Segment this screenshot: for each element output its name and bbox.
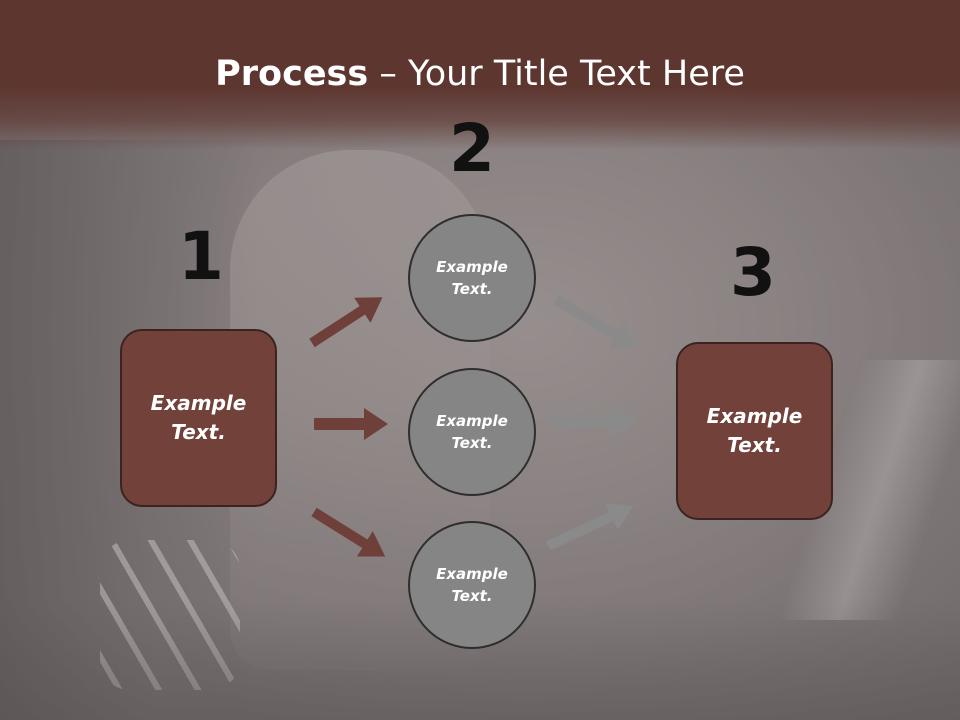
left-box-line1: Example (150, 391, 247, 415)
step-number-2: 2 (449, 110, 495, 187)
circle-bottom-line1: Example (436, 564, 508, 583)
title-rest: Your Title Text Here (407, 54, 745, 94)
right-box-line2: Text. (727, 433, 782, 457)
title-dash: – (368, 54, 408, 94)
background-photo-stripes (100, 540, 240, 690)
left-box-line2: Text. (171, 420, 226, 444)
right-box-line1: Example (706, 404, 803, 428)
step-number-3: 3 (730, 234, 776, 311)
step-number-1: 1 (178, 218, 224, 295)
circle-middle-line2: Text. (451, 434, 493, 452)
circle-bottom-line2: Text. (451, 587, 493, 605)
circle-top-line2: Text. (451, 280, 493, 298)
title-band (0, 0, 960, 150)
page-title[interactable]: Process – Your Title Text Here (0, 54, 960, 94)
circle-top-line1: Example (436, 257, 508, 276)
circle-middle-line1: Example (436, 411, 508, 430)
title-bold: Process (215, 54, 369, 94)
